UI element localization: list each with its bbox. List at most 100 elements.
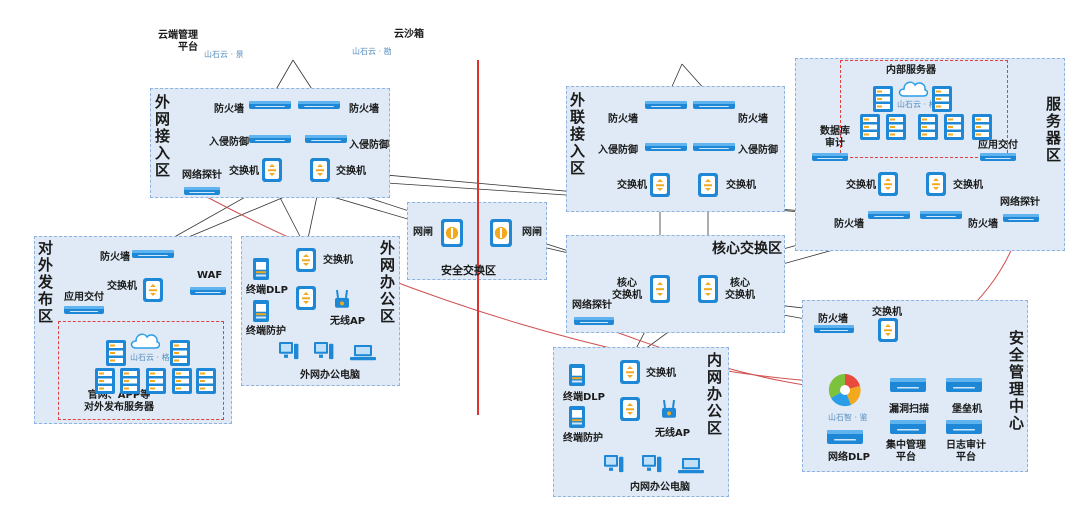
core-probe [574, 316, 614, 326]
ext-ips-left [249, 134, 291, 144]
ext-ips-label-left: 入侵防御 [209, 137, 249, 148]
ext-firewall-label-right: 防火墙 [349, 104, 379, 115]
internal-server-1 [873, 86, 893, 112]
server-firewall-label-right: 防火墙 [968, 219, 998, 230]
server-firewall-left [868, 210, 910, 220]
server-adc [980, 152, 1016, 162]
pub-firewall [132, 249, 174, 259]
io-dlp-label: 终端DLP [563, 392, 606, 403]
io-switch-label: 交换机 [646, 368, 676, 379]
cloud-mgmt-label: 云端管理 平台 [158, 30, 198, 53]
io-pc-1 [604, 455, 624, 473]
publish-server-1 [106, 340, 126, 366]
io-ap-icon [660, 398, 678, 420]
internal-server-5 [918, 114, 938, 140]
sm-vuln-label: 漏洞扫描 [889, 404, 929, 415]
cloud-mgmt-icon [214, 18, 240, 46]
sm-brand: 山石智 · 鉴 [828, 413, 868, 422]
publish-server-3 [95, 368, 115, 394]
pub-brand-cloud-icon [130, 332, 160, 350]
sm-ndlp-device [827, 430, 863, 444]
io-pcs-label: 内网办公电脑 [630, 482, 690, 493]
eo-switch-top [296, 248, 316, 272]
internal-server-4 [886, 114, 906, 140]
sm-switch-label: 交换机 [872, 307, 902, 318]
sandbox-label: 云沙箱 [394, 29, 424, 40]
internal-server-7 [972, 114, 992, 140]
publish-server-6 [172, 368, 192, 394]
exchange-gap-left [441, 219, 463, 247]
int-office-title: 内网办公区 [707, 351, 723, 437]
publish-servers-box [58, 321, 224, 420]
pub-waf-label: WAF [197, 270, 223, 281]
internal-server-6 [944, 114, 964, 140]
io-protect-icon [568, 406, 586, 428]
eo-dlp-icon [252, 258, 270, 280]
io-protect-label: 终端防护 [563, 433, 603, 444]
exchange-gap-right-label: 网闸 [522, 227, 542, 238]
sandbox-icon [350, 18, 390, 44]
core-switch-left [650, 275, 670, 303]
ol-ips-left [645, 142, 687, 152]
cloud-mgmt-brand: 山石云 · 景 [204, 50, 244, 59]
ext-switch-left [262, 158, 282, 182]
publish-server-2 [170, 340, 190, 366]
core-probe-label: 网络探针 [572, 300, 612, 311]
ext-firewall-right [298, 100, 340, 110]
eo-pcs-label: 外网办公电脑 [300, 370, 360, 381]
sm-central-device [890, 420, 926, 434]
eo-pc-2 [314, 342, 334, 360]
server-switch-label-left: 交换机 [846, 180, 876, 191]
eo-protect-label: 终端防护 [246, 326, 286, 337]
sm-ndlp-label: 网络DLP [828, 452, 871, 463]
zone-core [566, 235, 785, 333]
pub-brand: 山石云 · 格 [130, 353, 170, 362]
medical-label: 医保/农保 专线 [662, 40, 706, 63]
ol-firewall-left [645, 100, 687, 110]
ol-switch-left [650, 173, 670, 197]
internal-server-2 [932, 86, 952, 112]
io-switch-top [620, 360, 640, 384]
ext-firewall-label-left: 防火墙 [214, 104, 244, 115]
publish-title: 对外发布区 [38, 239, 54, 325]
eo-laptop [350, 345, 376, 361]
server-probe [1003, 213, 1039, 223]
pub-firewall-label: 防火墙 [100, 252, 130, 263]
core-switch-label-right: 核心 交换机 [725, 278, 755, 301]
io-switch-mid [620, 397, 640, 421]
ext-ips-right [305, 134, 347, 144]
exchange-title: 安全交换区 [441, 264, 496, 277]
io-dlp-icon [568, 364, 586, 386]
eo-dlp-label: 终端DLP [246, 285, 289, 296]
eo-pc-1 [279, 342, 299, 360]
ext-ips-label-right: 入侵防御 [349, 140, 389, 151]
ext-switch-right [310, 158, 330, 182]
ol-ips-label-right: 入侵防御 [738, 145, 778, 156]
sm-vuln-device [890, 378, 926, 392]
ol-firewall-label-right: 防火墙 [738, 114, 768, 125]
publish-server-5 [146, 368, 166, 394]
internet-label: 互联网 [276, 38, 306, 49]
eo-switch-mid [296, 286, 316, 310]
eo-ap-icon [333, 288, 351, 310]
eo-switch-label: 交换机 [323, 255, 353, 266]
server-internal-label: 内部服务器 [886, 65, 936, 76]
core-switch-label-left: 核心 交换机 [612, 278, 642, 301]
server-switch-label-right: 交换机 [953, 180, 983, 191]
server-switch-right [926, 172, 946, 196]
io-laptop [678, 458, 704, 474]
server-brand: 山石云 · 格 [897, 100, 937, 109]
sm-switch [878, 318, 898, 342]
pub-switch-label: 交换机 [107, 281, 137, 292]
ol-ips-right [693, 142, 735, 152]
io-ap-label: 无线AP [655, 428, 691, 439]
eo-protect-icon [252, 300, 270, 322]
ext-access-title: 外网接入区 [155, 93, 171, 179]
ol-switch-right [698, 173, 718, 197]
ol-firewall-right [693, 100, 735, 110]
ext-firewall-left [249, 100, 291, 110]
server-probe-label: 网络探针 [1000, 197, 1040, 208]
server-switch-left [878, 172, 898, 196]
server-title: 服务器区 [1046, 95, 1062, 164]
exchange-gap-right [490, 219, 512, 247]
